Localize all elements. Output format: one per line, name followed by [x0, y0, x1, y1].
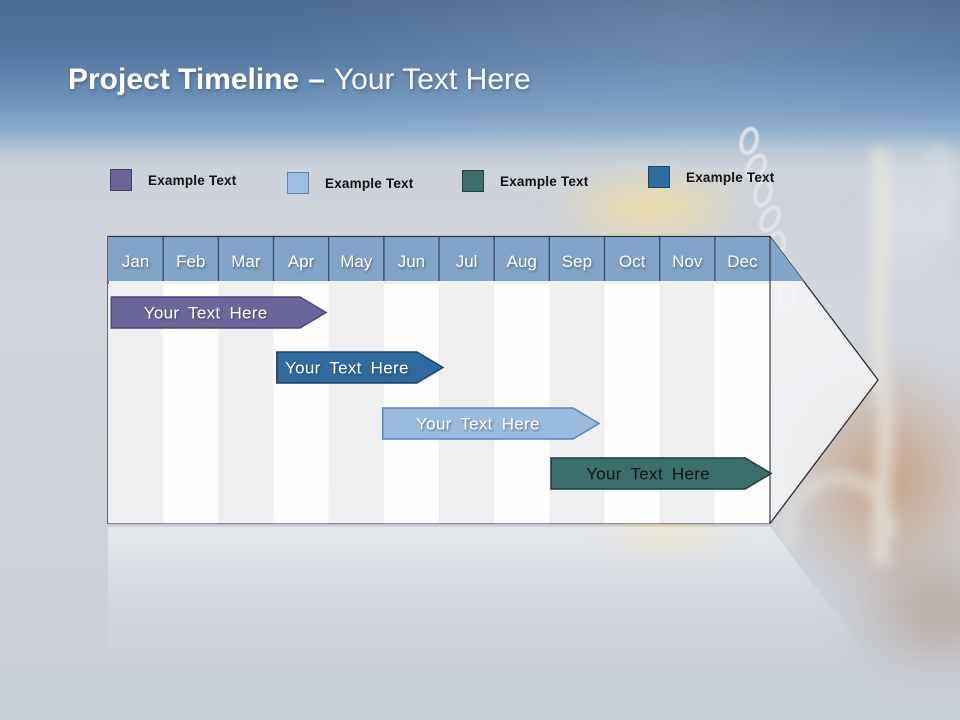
- month-column: [383, 284, 439, 524]
- background-haze: [855, 130, 960, 300]
- month-label: Jun: [398, 252, 425, 271]
- timeline-bar: [276, 351, 445, 384]
- month-column: [549, 284, 605, 524]
- title-dash: –: [308, 63, 325, 96]
- timeline-content: Jan Feb Mar Apr May Jun Jul Aug Sep Oct Nov DecYour…: [108, 237, 812, 524]
- timeline-bar: [550, 457, 773, 490]
- legend-item-4: Example Text: [648, 166, 774, 188]
- background-brown-blur: [835, 535, 960, 685]
- month-column: [659, 284, 715, 524]
- page-title: Project Timeline–Your Text Here: [68, 60, 531, 100]
- legend-label: Example Text: [686, 169, 775, 185]
- legend-swatch-teal: [462, 170, 484, 192]
- month-label: Feb: [176, 252, 205, 271]
- legend-item-1: Example Text: [110, 169, 236, 191]
- legend-item-2: Example Text: [287, 172, 413, 194]
- month-label: Apr: [288, 252, 315, 271]
- month-column: [108, 284, 164, 524]
- title-main: Project Timeline: [68, 63, 300, 96]
- title-placeholder-text: Your Text Here: [333, 63, 531, 96]
- month-column: [604, 284, 660, 524]
- month-column: [273, 284, 329, 524]
- month-label: Jul: [456, 252, 478, 271]
- legend-label: Example Text: [325, 175, 414, 191]
- background-gold-glow-bottom: [588, 502, 743, 564]
- month-column: [714, 284, 770, 524]
- legend-swatch-blue: [648, 166, 670, 188]
- table-reflection: [108, 527, 878, 662]
- legend-label: Example Text: [500, 173, 589, 189]
- timeline-bar: [110, 296, 328, 329]
- month-label: Jan: [122, 252, 149, 271]
- month-label: Sep: [562, 252, 592, 271]
- month-header-band: [108, 237, 812, 281]
- legend-label: Example Text: [148, 172, 237, 188]
- rope-and-hook-icon: [782, 144, 959, 567]
- timeline-bar-label: Your Text Here: [285, 359, 409, 378]
- month-label: Mar: [231, 252, 261, 271]
- month-label: Dec: [727, 252, 758, 271]
- legend-swatch-lightblue: [287, 172, 309, 194]
- month-column: [163, 284, 219, 524]
- month-column: [439, 284, 495, 524]
- timeline-bar: [381, 407, 601, 440]
- timeline-bar-label: Your Text Here: [586, 465, 710, 484]
- chain-icon: [739, 126, 797, 311]
- month-column: [218, 284, 274, 524]
- legend-swatch-purple: [110, 169, 132, 191]
- timeline-bar-label: Your Text Here: [144, 304, 268, 323]
- month-label: Aug: [507, 252, 537, 271]
- month-label: May: [340, 252, 373, 271]
- background-padlock-blur: [772, 355, 960, 600]
- month-column: [328, 284, 384, 524]
- timeline-bar-label: Your Text Here: [416, 415, 540, 434]
- month-label: Nov: [672, 252, 703, 271]
- month-label: Oct: [619, 252, 646, 271]
- month-column: [494, 284, 550, 524]
- timeline-arrow-outline: [107, 235, 879, 525]
- legend-item-3: Example Text: [462, 170, 588, 192]
